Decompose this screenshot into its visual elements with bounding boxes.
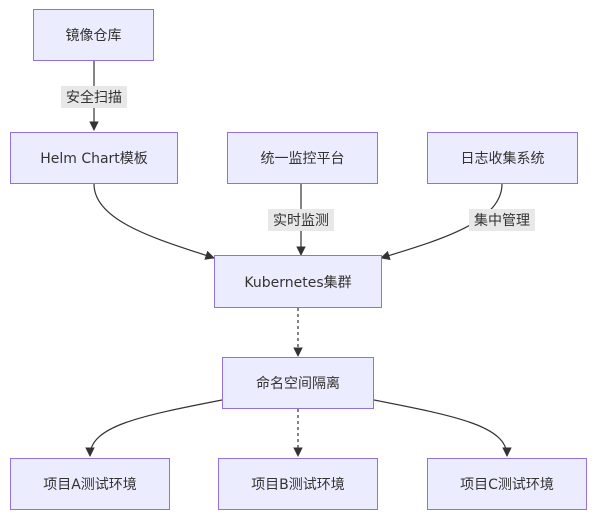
edge-namespace-a: [85, 399, 223, 457]
node-project-c-label: 项目C测试环境: [460, 477, 554, 493]
node-monitor: 统一监控平台: [227, 132, 378, 184]
node-logs: 日志收集系统: [427, 132, 578, 184]
edge-namespace-c: [373, 399, 512, 457]
edge-label-logs-k8s: 集中管理: [469, 209, 535, 231]
node-helm: Helm Chart模板: [10, 132, 178, 184]
edge-label-registry-helm: 安全扫描: [61, 86, 127, 108]
node-project-b: 项目B测试环境: [218, 458, 378, 510]
node-logs-label: 日志收集系统: [460, 151, 545, 167]
node-project-a-label: 项目A测试环境: [43, 477, 137, 493]
node-monitor-label: 统一监控平台: [260, 151, 345, 167]
edge-helm-k8s: [93, 183, 215, 260]
node-project-c: 项目C测试环境: [427, 458, 587, 510]
node-project-a: 项目A测试环境: [10, 458, 170, 510]
node-k8s: Kubernetes集群: [214, 255, 382, 308]
node-k8s-label: Kubernetes集群: [244, 274, 352, 291]
node-namespace: 命名空间隔离: [222, 357, 374, 409]
node-registry-label: 镜像仓库: [65, 28, 122, 44]
edge-label-monitor-k8s: 实时监测: [268, 209, 334, 231]
node-registry: 镜像仓库: [33, 9, 154, 61]
node-namespace-label: 命名空间隔离: [256, 376, 340, 392]
node-project-b-label: 项目B测试环境: [251, 477, 345, 493]
edge-logs-k8s: [380, 183, 503, 261]
node-helm-label: Helm Chart模板: [40, 151, 148, 167]
